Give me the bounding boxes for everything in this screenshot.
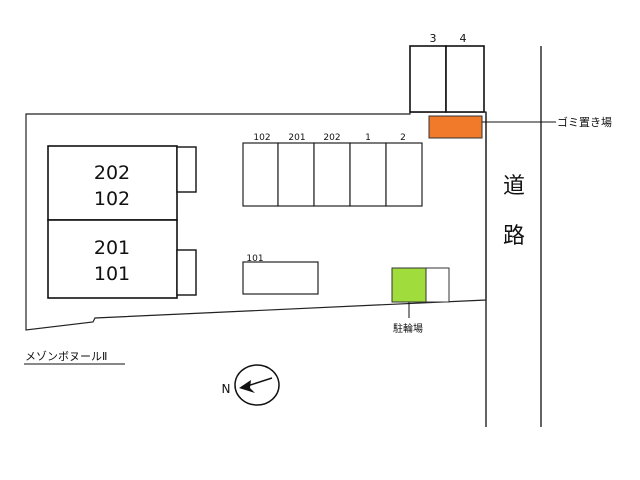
parking-space-101 (242, 261, 319, 295)
parking-space (313, 142, 351, 207)
compass-arrow-icon (239, 380, 255, 393)
parking-label: 201 (288, 133, 305, 143)
parking-space (445, 45, 485, 113)
north-label: N (222, 382, 231, 396)
annex-lower (176, 249, 197, 296)
parking-top: 3 4 (409, 32, 485, 113)
parking-space (277, 142, 315, 207)
parking-space (385, 142, 423, 207)
parking-space (409, 45, 447, 113)
parking-label: 102 (253, 133, 270, 143)
road-label-1: 道 (503, 174, 525, 199)
building-lower: 201 101 (47, 219, 178, 299)
bicycle-label: 駐輪場 (393, 322, 423, 335)
unit-number-201: 201 (94, 237, 130, 259)
parking-label: 4 (460, 32, 467, 45)
parking-label: 101 (246, 254, 263, 264)
garbage-label: ゴミ置き場 (557, 115, 612, 129)
parking-label: 2 (400, 133, 406, 143)
compass-circle (234, 364, 280, 406)
parking-row: 102 201 202 1 2 (242, 133, 423, 207)
compass: N (222, 364, 280, 406)
building-upper: 202 102 (47, 145, 178, 221)
parking-label: 202 (323, 133, 340, 143)
bicycle-area-extra (425, 267, 450, 303)
garbage-area (428, 115, 483, 139)
parking-space (242, 142, 279, 207)
unit-number-202: 202 (94, 162, 130, 184)
parking-space (349, 142, 387, 207)
annex-upper (176, 146, 197, 193)
parking-label: 3 (430, 32, 437, 45)
bicycle-area (391, 267, 427, 303)
road-label-2: 路 (503, 224, 525, 249)
parking-label: 1 (365, 133, 371, 143)
unit-number-101: 101 (94, 263, 130, 285)
property-name: メゾンボヌールⅡ (25, 350, 107, 363)
unit-number-102: 102 (94, 188, 130, 210)
